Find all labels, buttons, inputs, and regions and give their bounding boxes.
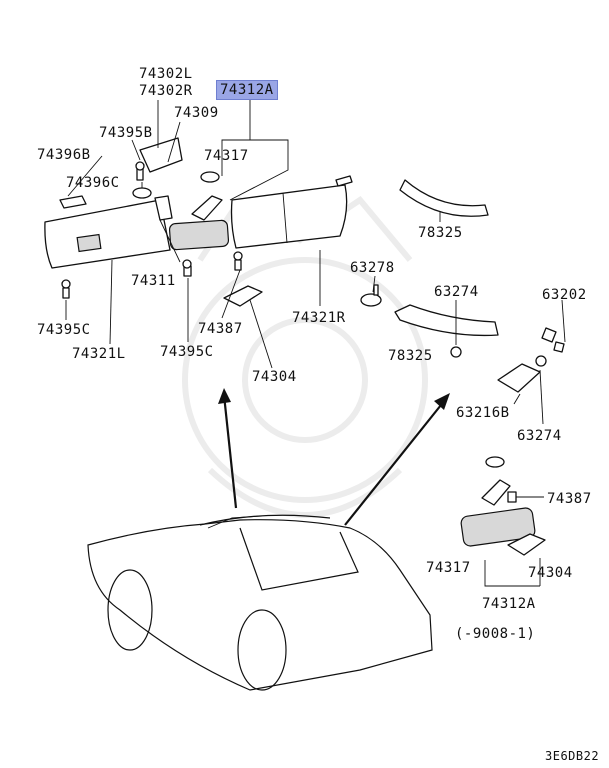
label-74317-top: 74317: [204, 148, 249, 164]
mirror-cover-74304-mid: [223, 285, 263, 307]
arrow-to-upper: [218, 388, 238, 509]
screw-74395C-left: [61, 279, 71, 299]
label-74302L: 74302L: [139, 66, 193, 82]
label-63274-a: 63274: [434, 284, 479, 300]
label-74396B: 74396B: [37, 147, 91, 163]
clip-63274-a: [450, 346, 462, 358]
label-74395B: 74395B: [99, 125, 153, 141]
label-74311: 74311: [131, 273, 176, 289]
sun-visor-right: [230, 175, 353, 249]
rearview-mirror-lower: [460, 456, 546, 556]
label-74317-right: 74317: [426, 560, 471, 576]
date-range-note: (-9008-1): [455, 626, 536, 642]
label-74395C-left: 74395C: [37, 322, 91, 338]
screw-74387-mid: [233, 251, 243, 271]
diagram-code: 3E6DB22: [545, 749, 600, 763]
label-74312A-bottom: 74312A: [482, 596, 536, 612]
visor-hinge-left: [139, 137, 183, 221]
bracket-63216B: [497, 363, 541, 393]
label-63274-b: 63274: [517, 428, 562, 444]
grab-handle-78325-mid: [394, 304, 499, 337]
label-74302R: 74302R: [139, 83, 193, 99]
screw-74395B: [135, 161, 145, 181]
label-74387-right: 74387: [547, 491, 592, 507]
label-63216B: 63216B: [456, 405, 510, 421]
label-78325-mid: 78325: [388, 348, 433, 364]
clip-63202: [541, 327, 565, 353]
screw-74311: [182, 259, 192, 277]
arrow-to-lower: [344, 393, 450, 526]
label-63278: 63278: [350, 260, 395, 276]
visor-clip-74396C: [132, 187, 152, 199]
clip-63278: [360, 284, 382, 307]
label-74321L: 74321L: [72, 346, 126, 362]
label-74321R: 74321R: [292, 310, 346, 326]
visor-clip-74396B: [59, 195, 87, 209]
label-74304-mid: 74304: [252, 369, 297, 385]
vehicle-outline: [87, 514, 433, 691]
rearview-mirror-upper: [168, 171, 230, 251]
label-74312A-highlighted[interactable]: 74312A: [216, 80, 278, 100]
label-63202: 63202: [542, 287, 587, 303]
label-78325-top: 78325: [418, 225, 463, 241]
label-74395C-mid: 74395C: [160, 344, 214, 360]
label-74309: 74309: [174, 105, 219, 121]
leader-lines: [65, 98, 566, 587]
label-74387-mid: 74387: [198, 321, 243, 337]
clip-63274-b: [535, 355, 547, 367]
grab-handle-78325-top: [399, 179, 489, 217]
label-74396C: 74396C: [66, 175, 120, 191]
sun-visor-left: [44, 199, 171, 269]
label-74304-right: 74304: [528, 565, 573, 581]
